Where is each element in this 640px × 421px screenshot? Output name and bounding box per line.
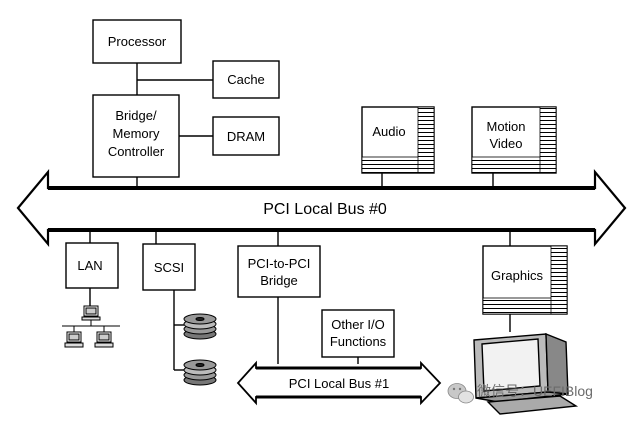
scsi-box: SCSI (142, 243, 196, 291)
pci-to-pci-bridge-box: PCI-to-PCI Bridge (237, 245, 321, 298)
cache-label: Cache (227, 72, 265, 87)
pci-bus-1-label: PCI Local Bus #1 (289, 376, 389, 391)
watermark: 微信号：UEFIBlog (447, 383, 593, 404)
pci-bridge-label-line1: PCI-to-PCI (248, 256, 311, 271)
other-io-label-line1: Other I/O (331, 317, 384, 332)
motion-video-label-line2: Video (489, 136, 522, 151)
lan-box: LAN (65, 242, 119, 289)
scsi-label: SCSI (154, 260, 184, 275)
lan-label: LAN (77, 258, 102, 273)
other-io-functions-box: Other I/O Functions (321, 309, 395, 358)
audio-label: Audio (372, 124, 405, 139)
cache-box: Cache (212, 60, 280, 99)
disk-icon (183, 313, 217, 340)
dram-box: DRAM (212, 116, 280, 156)
disk-icon (183, 359, 217, 386)
bridge-label-line3: Controller (108, 144, 165, 159)
lower-connectors (89, 230, 511, 371)
pci-bus-1: PCI Local Bus #1 (236, 360, 442, 406)
graphics-card: Graphics (482, 245, 568, 315)
audio-card: Audio (361, 106, 435, 174)
monitor-icon (473, 332, 579, 415)
processor-label: Processor (108, 34, 167, 49)
bridge-label-line1: Bridge/ (115, 108, 157, 123)
motion-video-card: Motion Video (471, 106, 557, 174)
motion-video-label-line1: Motion (486, 119, 525, 134)
bridge-memory-controller-box: Bridge/ Memory Controller (92, 94, 180, 178)
upper-connectors (136, 63, 494, 188)
dram-label: DRAM (227, 129, 265, 144)
watermark-text: 微信号：UEFIBlog (477, 383, 593, 399)
wechat-icon (447, 383, 474, 404)
graphics-label: Graphics (491, 268, 544, 283)
processor-box: Processor (92, 19, 182, 64)
other-io-label-line2: Functions (330, 334, 387, 349)
pci-bus-0: PCI Local Bus #0 (16, 168, 627, 248)
network-icon (62, 305, 120, 348)
bridge-label-line2: Memory (113, 126, 160, 141)
pci-bridge-label-line2: Bridge (260, 273, 298, 288)
pci-bus-0-label: PCI Local Bus #0 (263, 201, 387, 218)
